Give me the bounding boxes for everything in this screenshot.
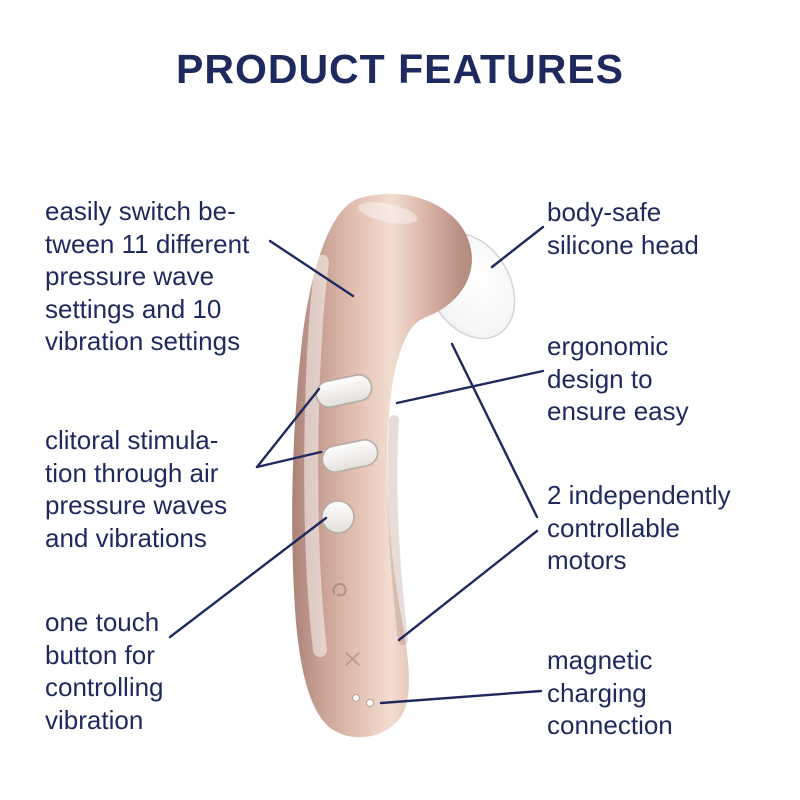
wave-button-upper bbox=[315, 374, 373, 408]
leader-line-stimulation-upper bbox=[255, 387, 321, 469]
annotation-one-touch-button: one touch button for controlling vibrati… bbox=[45, 607, 164, 735]
brand-emboss bbox=[332, 583, 347, 597]
top-highlight bbox=[358, 202, 418, 224]
annotation-magnetic-charging: magnetic charging connection bbox=[547, 645, 673, 740]
leader-line-motor-lower bbox=[397, 529, 539, 642]
leader-line-one-touch bbox=[168, 516, 328, 639]
body-shade bbox=[387, 415, 408, 645]
leader-line-charging bbox=[379, 689, 543, 705]
vibration-button bbox=[321, 500, 355, 534]
leader-line-pressure-settings bbox=[268, 239, 355, 298]
leader-lines bbox=[168, 225, 545, 705]
leader-line-stimulation-lower bbox=[255, 450, 323, 469]
body-highlight bbox=[304, 255, 329, 657]
leader-line-silicone-head bbox=[490, 225, 545, 269]
leader-line-ergonomic bbox=[395, 369, 545, 405]
charging-contacts bbox=[352, 694, 374, 707]
leader-line-motor-upper bbox=[450, 342, 539, 519]
page-title: PRODUCT FEATURES bbox=[175, 46, 625, 92]
device-body bbox=[292, 193, 472, 738]
cert-mark-icon bbox=[345, 652, 360, 666]
annotation-clitoral-stimulation: clitoral stimula- tion through air press… bbox=[45, 425, 228, 553]
wave-button-lower bbox=[321, 439, 379, 473]
annotation-motors: 2 independently controllable motors bbox=[547, 480, 731, 575]
annotation-ergonomic-design: ergonomic design to ensure easy bbox=[547, 331, 689, 426]
annotation-silicone-head: body-safe silicone head bbox=[547, 197, 699, 260]
annotation-pressure-wave-settings: easily switch be- tween 11 different pre… bbox=[45, 196, 250, 356]
